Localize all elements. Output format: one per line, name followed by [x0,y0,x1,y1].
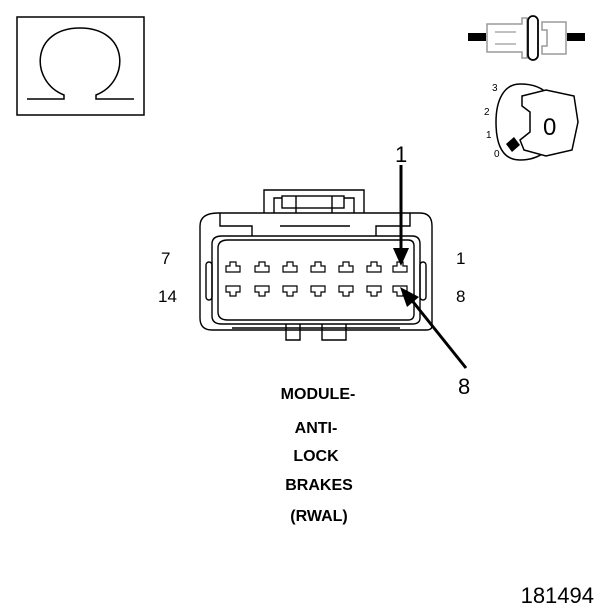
key-position-0-label: 0 [494,149,500,160]
pin-10 [338,285,354,297]
pin-7 [225,261,241,273]
key-position-3-label: 3 [492,83,498,94]
callout-label-pin-8: 8 [458,374,470,399]
pin-row-top [225,261,408,273]
pin-terminals [225,261,408,297]
caption-line: (RWAL) [290,508,347,525]
pin-4 [310,261,326,273]
ohmmeter-symbol-icon [16,16,145,116]
pin-label-bottom-right: 8 [456,287,465,306]
pin-14 [225,285,241,297]
figure-number: 181494 [521,583,594,608]
callout-label-pin-1: 1 [395,142,407,167]
pin-5 [282,261,298,273]
ignition-key-icon: 3 2 1 0 0 [484,83,579,161]
pin-label-bottom-left: 14 [158,287,177,306]
pin-row-bottom [225,285,408,297]
pin-13 [254,285,270,297]
pin-9 [366,285,382,297]
pin-1-callout-arrow [393,165,409,266]
component-caption: MODULE- ANTI- LOCK BRAKES (RWAL) [281,386,356,525]
pin-8 [392,285,408,297]
caption-line: MODULE- [281,386,356,403]
pin-1 [392,261,408,273]
pin-11 [310,285,326,297]
pin-6 [254,261,270,273]
caption-line: ANTI- [295,420,338,437]
key-position-1-label: 1 [486,130,492,141]
caption-line: LOCK [293,448,339,465]
key-position-2-label: 2 [484,107,490,118]
key-position-value: 0 [543,114,556,141]
disconnected-connector-icon [468,15,585,61]
pin-label-top-right: 1 [456,249,465,268]
pin-3 [338,261,354,273]
pin-label-top-left: 7 [161,249,170,268]
caption-line: BRAKES [285,477,353,494]
pin-2 [366,261,382,273]
pin-12 [282,285,298,297]
pin-8-callout-arrow [400,287,468,369]
